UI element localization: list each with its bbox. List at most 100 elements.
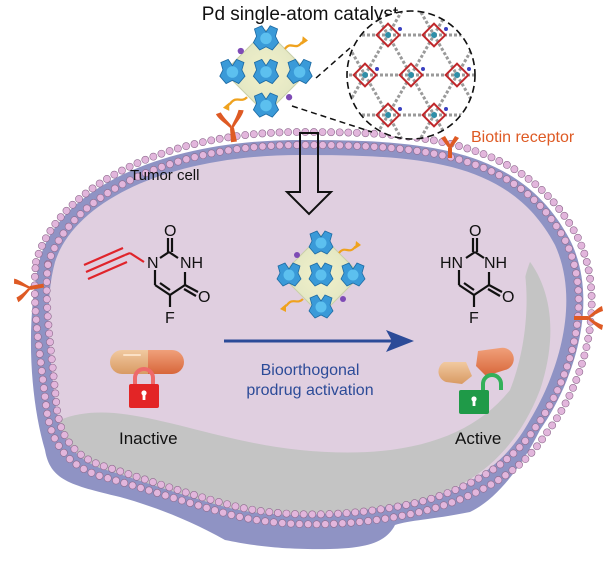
lipid-bead (199, 151, 207, 160)
lipid-bead (318, 141, 327, 150)
lipid-bead (111, 184, 119, 193)
lipid-bead (124, 470, 133, 478)
lipid-bead (572, 269, 581, 278)
lipid-bead (54, 441, 63, 450)
lipid-bead (165, 483, 174, 492)
lipid-bead (536, 416, 545, 425)
lipid-bead (149, 166, 158, 174)
lipid-bead (410, 499, 419, 508)
lipid-bead (76, 210, 85, 219)
lipid-bead (584, 334, 593, 343)
lipid-bead (580, 351, 589, 360)
atom-nh: NH (484, 255, 507, 272)
lipid-bead (182, 155, 191, 164)
lipid-bead (82, 204, 91, 213)
lipid-bead (565, 354, 574, 363)
lipid-bead (165, 160, 174, 169)
catalyst-nanoparticle-middle (276, 230, 366, 319)
lipid-bead (301, 141, 310, 149)
lipid-bead (50, 380, 59, 389)
lipid-bead (202, 503, 211, 512)
lipid-bead (103, 474, 112, 483)
locked-padlock-icon (129, 367, 159, 408)
atom-o-top: O (164, 223, 176, 240)
lipid-bead (489, 465, 498, 474)
lipid-bead (574, 286, 583, 295)
lipid-bead (325, 510, 334, 518)
lipid-bead (585, 326, 594, 335)
lipid-bead (439, 501, 448, 510)
reaction-arrow (224, 330, 414, 352)
lipid-bead (91, 459, 100, 468)
lipid-bead (471, 160, 480, 169)
lipid-bead (448, 498, 456, 507)
lipid-bead (161, 491, 170, 500)
lipid-bead (361, 142, 370, 151)
pd-atom (285, 94, 293, 101)
lipid-bead (42, 278, 51, 286)
lipid-bead (541, 409, 550, 417)
lipid-bead (48, 363, 57, 372)
lipid-bead (81, 189, 90, 198)
lipid-bead (438, 151, 447, 160)
lipid-bead (557, 407, 566, 415)
atom-o-right: O (502, 289, 514, 306)
lipid-bead (125, 162, 134, 171)
lipid-bead (455, 142, 463, 150)
lipid-bead (304, 520, 312, 529)
lipid-bead (389, 513, 398, 522)
lipid-bead (241, 144, 250, 152)
lipid-bead (310, 141, 319, 149)
lipid-bead (46, 251, 55, 260)
lipid-bead (57, 423, 66, 432)
lipid-bead (173, 486, 182, 494)
zoom-line-lower (291, 105, 373, 133)
lipid-bead (557, 229, 565, 238)
lipid-bead (45, 329, 54, 338)
lipid-bead (210, 506, 219, 515)
lipid-bead (35, 350, 44, 358)
prodrug-atom-labels: O N NH O F (147, 223, 210, 327)
lipid-bead (284, 128, 293, 137)
lipid-bead (241, 131, 250, 139)
lipid-bead (258, 129, 267, 138)
lipid-bead (537, 186, 546, 194)
lipid-bead (570, 260, 579, 269)
lipid-bead (582, 258, 591, 266)
lipid-bead (31, 272, 39, 281)
title-text: Pd single-atom catalyst (202, 4, 399, 25)
lipid-bead (582, 343, 591, 352)
lipid-bead (321, 520, 330, 529)
lipid-bead (569, 226, 578, 235)
lipid-bead (43, 312, 52, 321)
lipid-bead (430, 149, 438, 158)
lipid-bead (479, 150, 488, 158)
lipid-bead (570, 337, 579, 346)
lipid-bead (118, 180, 127, 189)
catalyst-nanoparticle-top (219, 25, 313, 118)
lipid-bead (577, 241, 586, 250)
lipid-bead (224, 146, 233, 155)
lipid-bead (53, 406, 61, 415)
lipid-bead (43, 269, 52, 278)
pd-cluster (276, 262, 302, 287)
lipid-bead (165, 147, 174, 155)
lipid-bead (524, 174, 533, 183)
lipid-bead (572, 376, 581, 384)
lipid-bead (56, 213, 65, 222)
lipid-bead (553, 386, 562, 395)
propargyl-group (83, 246, 145, 281)
lipid-bead (44, 260, 52, 269)
lipid-bead (553, 414, 561, 423)
capsule-icon-active (438, 347, 514, 384)
lipid-bead (31, 298, 39, 307)
lipid-bead (327, 141, 336, 150)
lipid-bead (515, 460, 523, 469)
lipid-bead (312, 520, 321, 529)
lipid-bead (335, 128, 344, 137)
lipid-bead (47, 355, 56, 364)
lipid-bead (34, 249, 43, 258)
lipid-bead (50, 434, 59, 443)
lipid-bead (291, 510, 299, 518)
